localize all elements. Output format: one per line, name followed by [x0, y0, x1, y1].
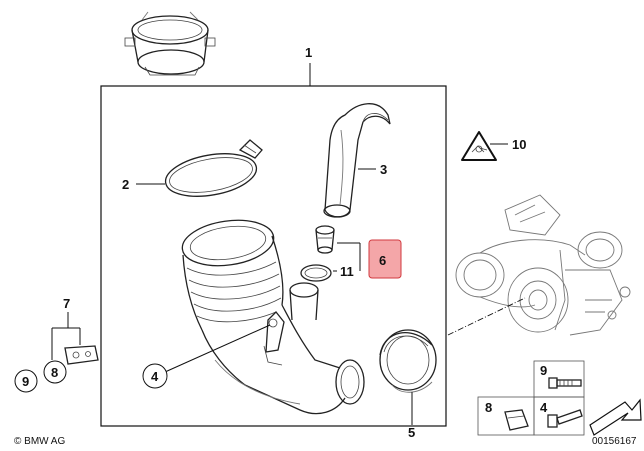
diagram-number: 00156167 [592, 436, 637, 447]
callout-5[interactable]: 5 [408, 425, 415, 440]
o-ring-11[interactable] [300, 264, 332, 282]
intake-duct[interactable] [179, 215, 365, 415]
sleeve-5[interactable] [379, 329, 437, 393]
hose-3[interactable] [323, 103, 391, 218]
callout-7[interactable]: 7 [63, 296, 70, 311]
bolt-9-icon [548, 377, 582, 389]
callout-2[interactable]: 2 [122, 177, 129, 192]
copyright-text: © BMW AG [14, 436, 65, 447]
callout-9[interactable]: 9 [22, 374, 29, 389]
warning-label-10[interactable] [461, 131, 497, 161]
legend [477, 360, 585, 436]
callout-3[interactable]: 3 [380, 162, 387, 177]
callout-4-circle [142, 363, 168, 389]
connector-6[interactable] [315, 225, 335, 254]
callout-4-leader [164, 324, 271, 373]
clip-nut-8-icon [504, 409, 529, 431]
callout-8[interactable]: 8 [51, 365, 58, 380]
arrow-icon [589, 398, 642, 436]
callout-9-circle [14, 369, 38, 393]
callout-6[interactable]: 6 [379, 253, 386, 268]
callout-1[interactable]: 1 [305, 45, 312, 60]
bracket-nut-8[interactable] [64, 345, 99, 365]
legend-8[interactable]: 8 [485, 400, 492, 415]
assembly-box [100, 85, 447, 427]
callout-6-highlight[interactable] [368, 239, 402, 279]
bolt-4-icon [547, 409, 583, 428]
callout-8-circle [43, 360, 67, 384]
callout-11[interactable]: 11 [340, 264, 354, 279]
bracket-group-7 [51, 312, 81, 360]
callout-10[interactable]: 10 [512, 137, 526, 152]
legend-4[interactable]: 4 [540, 400, 548, 415]
duct-sleeve-top[interactable] [124, 11, 216, 76]
hose-clamp-2[interactable] [162, 139, 263, 203]
legend-9[interactable]: 9 [540, 363, 547, 378]
turbo-connection-line [447, 297, 526, 336]
callout-4[interactable]: 4 [151, 369, 159, 384]
turbocharger-illustration [455, 194, 631, 336]
